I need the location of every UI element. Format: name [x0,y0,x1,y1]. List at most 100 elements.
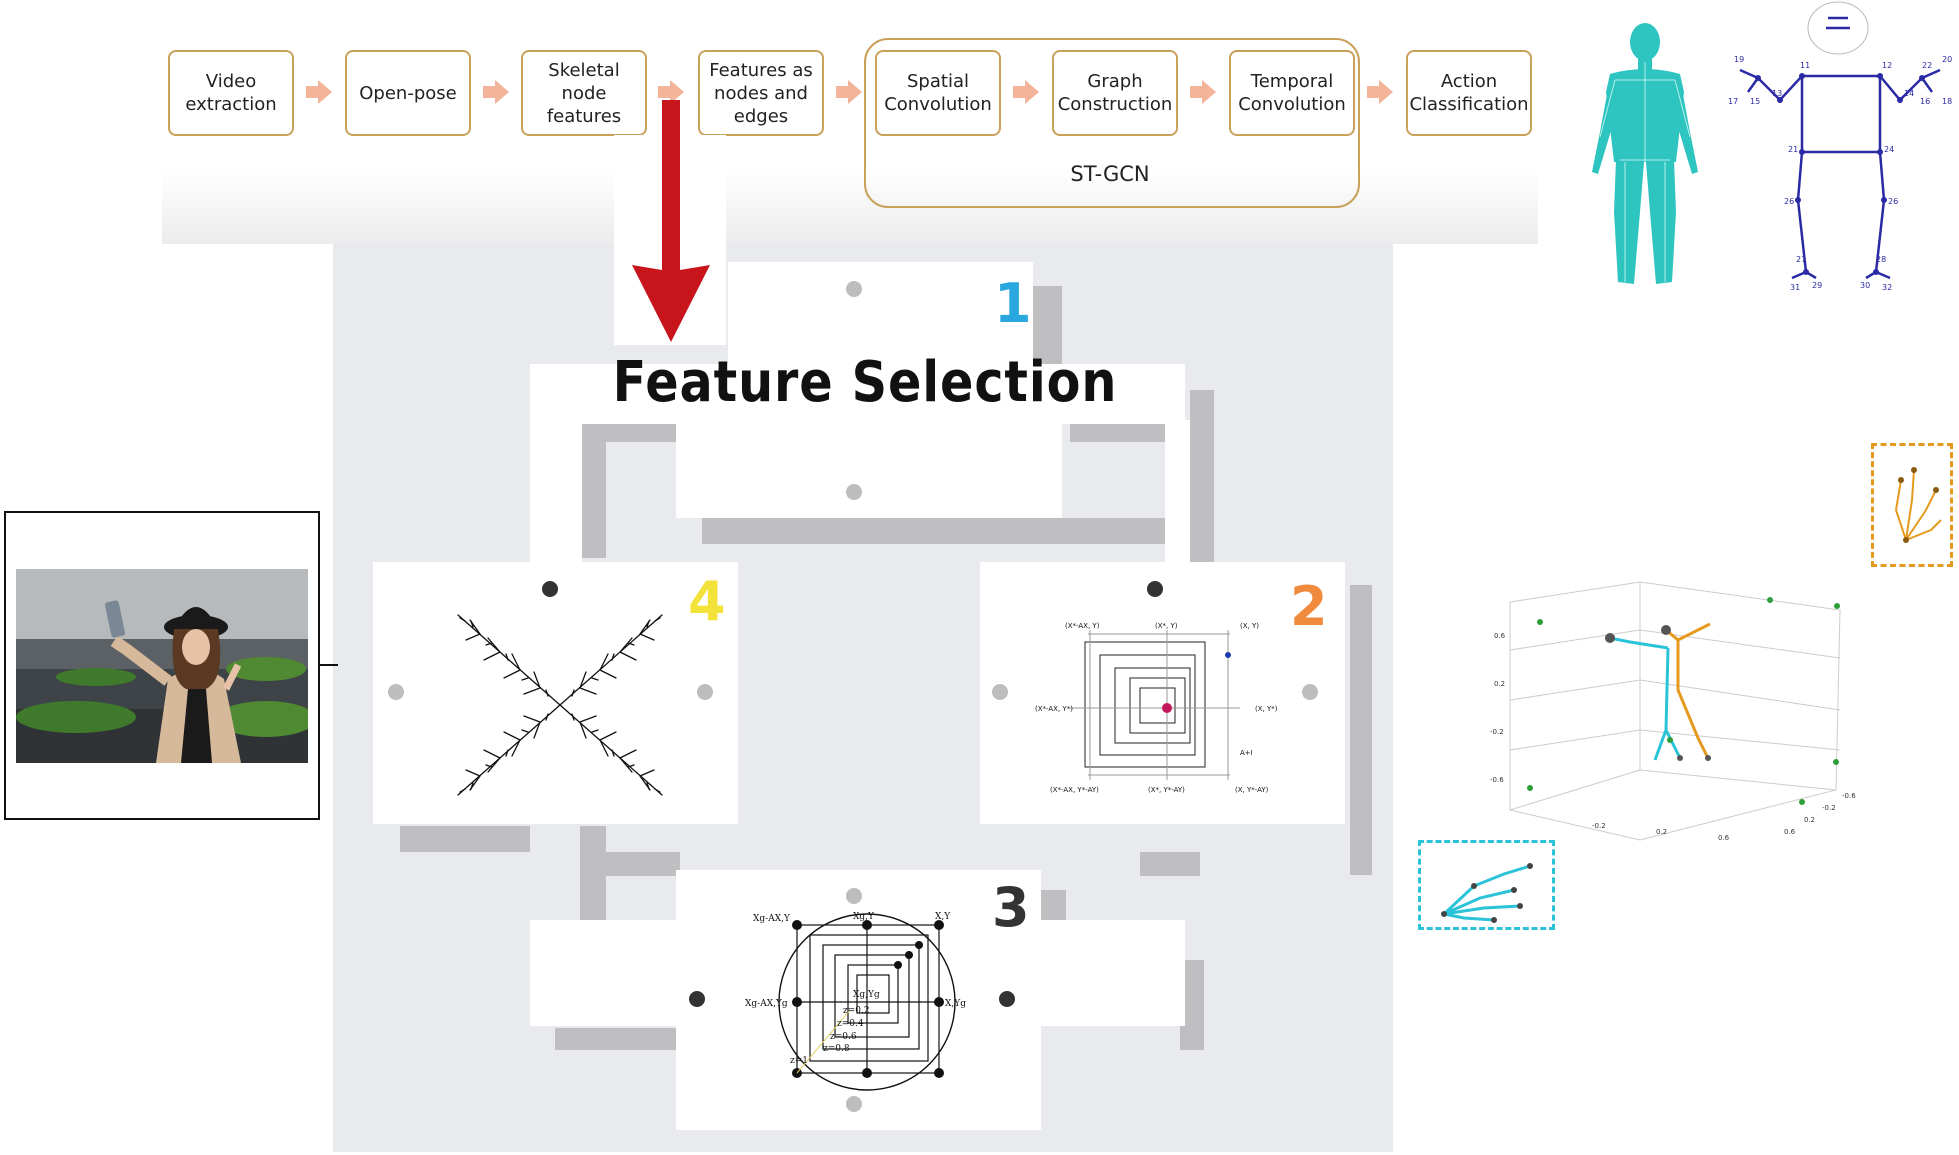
connector-dot [846,281,862,297]
joint-label: 26 [1888,197,1898,206]
joint-label: 17 [1728,97,1738,106]
step-skeletal-node-features: Skeletal node features [521,50,647,136]
joint-label: 31 [1790,283,1800,292]
piece-2 [980,562,1345,824]
flow-arrow [306,80,332,104]
tick-label: 0.2 [1656,828,1667,836]
piece-3-number: 3 [992,876,1030,939]
joint-label: 30 [1860,281,1870,290]
plot3d-skeleton: 0.6 0.2 -0.2 -0.6 -0.2 0.2 0.6 -0.6 -0.2… [1490,581,1856,842]
connector-dot [689,991,705,1007]
tick-label: 0.6 [1718,834,1730,842]
connector-dot [542,581,558,597]
step-spatial-convolution: Spatial Convolution [875,50,1001,136]
grid-label: z=0.8 [823,1044,850,1054]
fractal-cross [457,614,663,796]
piece-shadow [1350,585,1372,875]
joint-label: 19 [1734,55,1744,64]
connector-dot [846,888,862,904]
joint-label: 20 [1942,55,1952,64]
connector-dot [1302,684,1318,700]
joint-label: 22 [1922,61,1932,70]
piece-shadow [580,852,680,876]
grid-label: (X*-AX, Y*-AY) [1050,786,1099,794]
grid-label: z=1 [790,1056,808,1066]
grid-label: (X*-AX, Y) [1065,622,1100,630]
connector-dot [388,684,404,700]
connector-dot [846,1096,862,1112]
piece-4-number: 4 [688,570,726,633]
connector-dot [992,684,1008,700]
tick-label: 0.6 [1494,632,1506,640]
tick-label: -0.6 [1842,792,1856,800]
piece-3-bottom [676,1020,1041,1130]
piece-shadow [400,826,530,852]
flow-arrow [1190,80,1216,104]
connector-dot [846,484,862,500]
piece-1-left-tab [530,420,582,562]
tick-label: -0.6 [1490,776,1504,784]
grid-label: (X, Y*-AY) [1235,786,1269,794]
orange-hand-skeleton [1894,467,1942,543]
grid-label: z=0.4 [837,1019,864,1029]
joint-label: 18 [1942,97,1952,106]
grid-label: z=0.6 [830,1032,857,1042]
grid-label: (X, Y) [1240,622,1259,630]
grid-label: z=0.2 [843,1006,870,1016]
step-action-classification: Action Classification [1406,50,1532,136]
joint-label: 12 [1882,61,1892,70]
tick-label: -0.2 [1592,822,1606,830]
piece-1-right-tab [1165,420,1190,562]
selfie-photo [16,569,308,763]
tick-label: -0.2 [1490,728,1504,736]
piece-shadow [555,1028,680,1050]
tick-label: 0.6 [1784,828,1796,836]
flow-arrow [836,80,862,104]
feature-selection-title: Feature Selection [612,350,1118,415]
flow-arrow [1013,80,1039,104]
joint-label: 13 [1772,89,1782,98]
grid-label: (X*, Y) [1155,622,1178,630]
photo-connector [320,664,338,666]
piece-1-mid [530,364,1185,424]
tick-label: -0.2 [1822,804,1836,812]
piece-1-top [728,262,1033,367]
connector-dot [1147,581,1163,597]
flow-arrow [483,80,509,104]
circle-grid-diagram: Xg-AX,Y Xg,Y X,Y Xg-AX,Yg Xg,Yg X,Yg z=0… [745,912,966,1091]
flow-arrow [1367,80,1393,104]
piece-1-number: 1 [994,272,1032,335]
square-grid-diagram: (X*-AX, Y) (X*, Y) (X, Y) (X*-AX, Y*) (X… [1035,622,1278,794]
hand-box-orange [1871,443,1953,567]
joint-label: 27 [1796,255,1806,264]
grid-label: X,Yg [945,999,966,1009]
grid-label: Xg,Y [853,912,875,922]
joint-label: 24 [1884,145,1894,154]
flow-arrow [658,80,684,104]
skeleton-graph: 11 12 21 24 26 26 27 28 31 29 30 32 17 1… [1728,1,1952,292]
connector-dot [999,991,1015,1007]
joint-label: 16 [1920,97,1930,106]
piece-2-number: 2 [1290,575,1328,638]
cyan-hand-skeleton [1441,863,1533,923]
tick-label: 0.2 [1494,680,1505,688]
big-down-arrow [632,100,710,342]
grid-label: (X*-AX, Y*) [1035,705,1073,713]
joint-label: 21 [1788,145,1798,154]
grid-label: (X, Y*) [1255,705,1278,713]
piece-shadow [1190,390,1214,570]
joint-label: 15 [1750,97,1760,106]
step-temporal-convolution: Temporal Convolution [1229,50,1355,136]
hand-box-cyan [1418,840,1555,930]
grid-label: X,Y [935,912,951,922]
joint-label: 14 [1904,89,1914,98]
step-features-nodes-edges: Features as nodes and edges [698,50,824,136]
joint-label: 11 [1800,61,1810,70]
tick-label: 0.2 [1804,816,1815,824]
step-video-extraction: Video extraction [168,50,294,136]
grid-label: A+I [1240,749,1253,757]
piece-shadow [702,518,1172,544]
grid-label: (X*, Y*-AY) [1148,786,1185,794]
piece-4 [373,562,738,824]
piece-shadow [1140,852,1200,876]
